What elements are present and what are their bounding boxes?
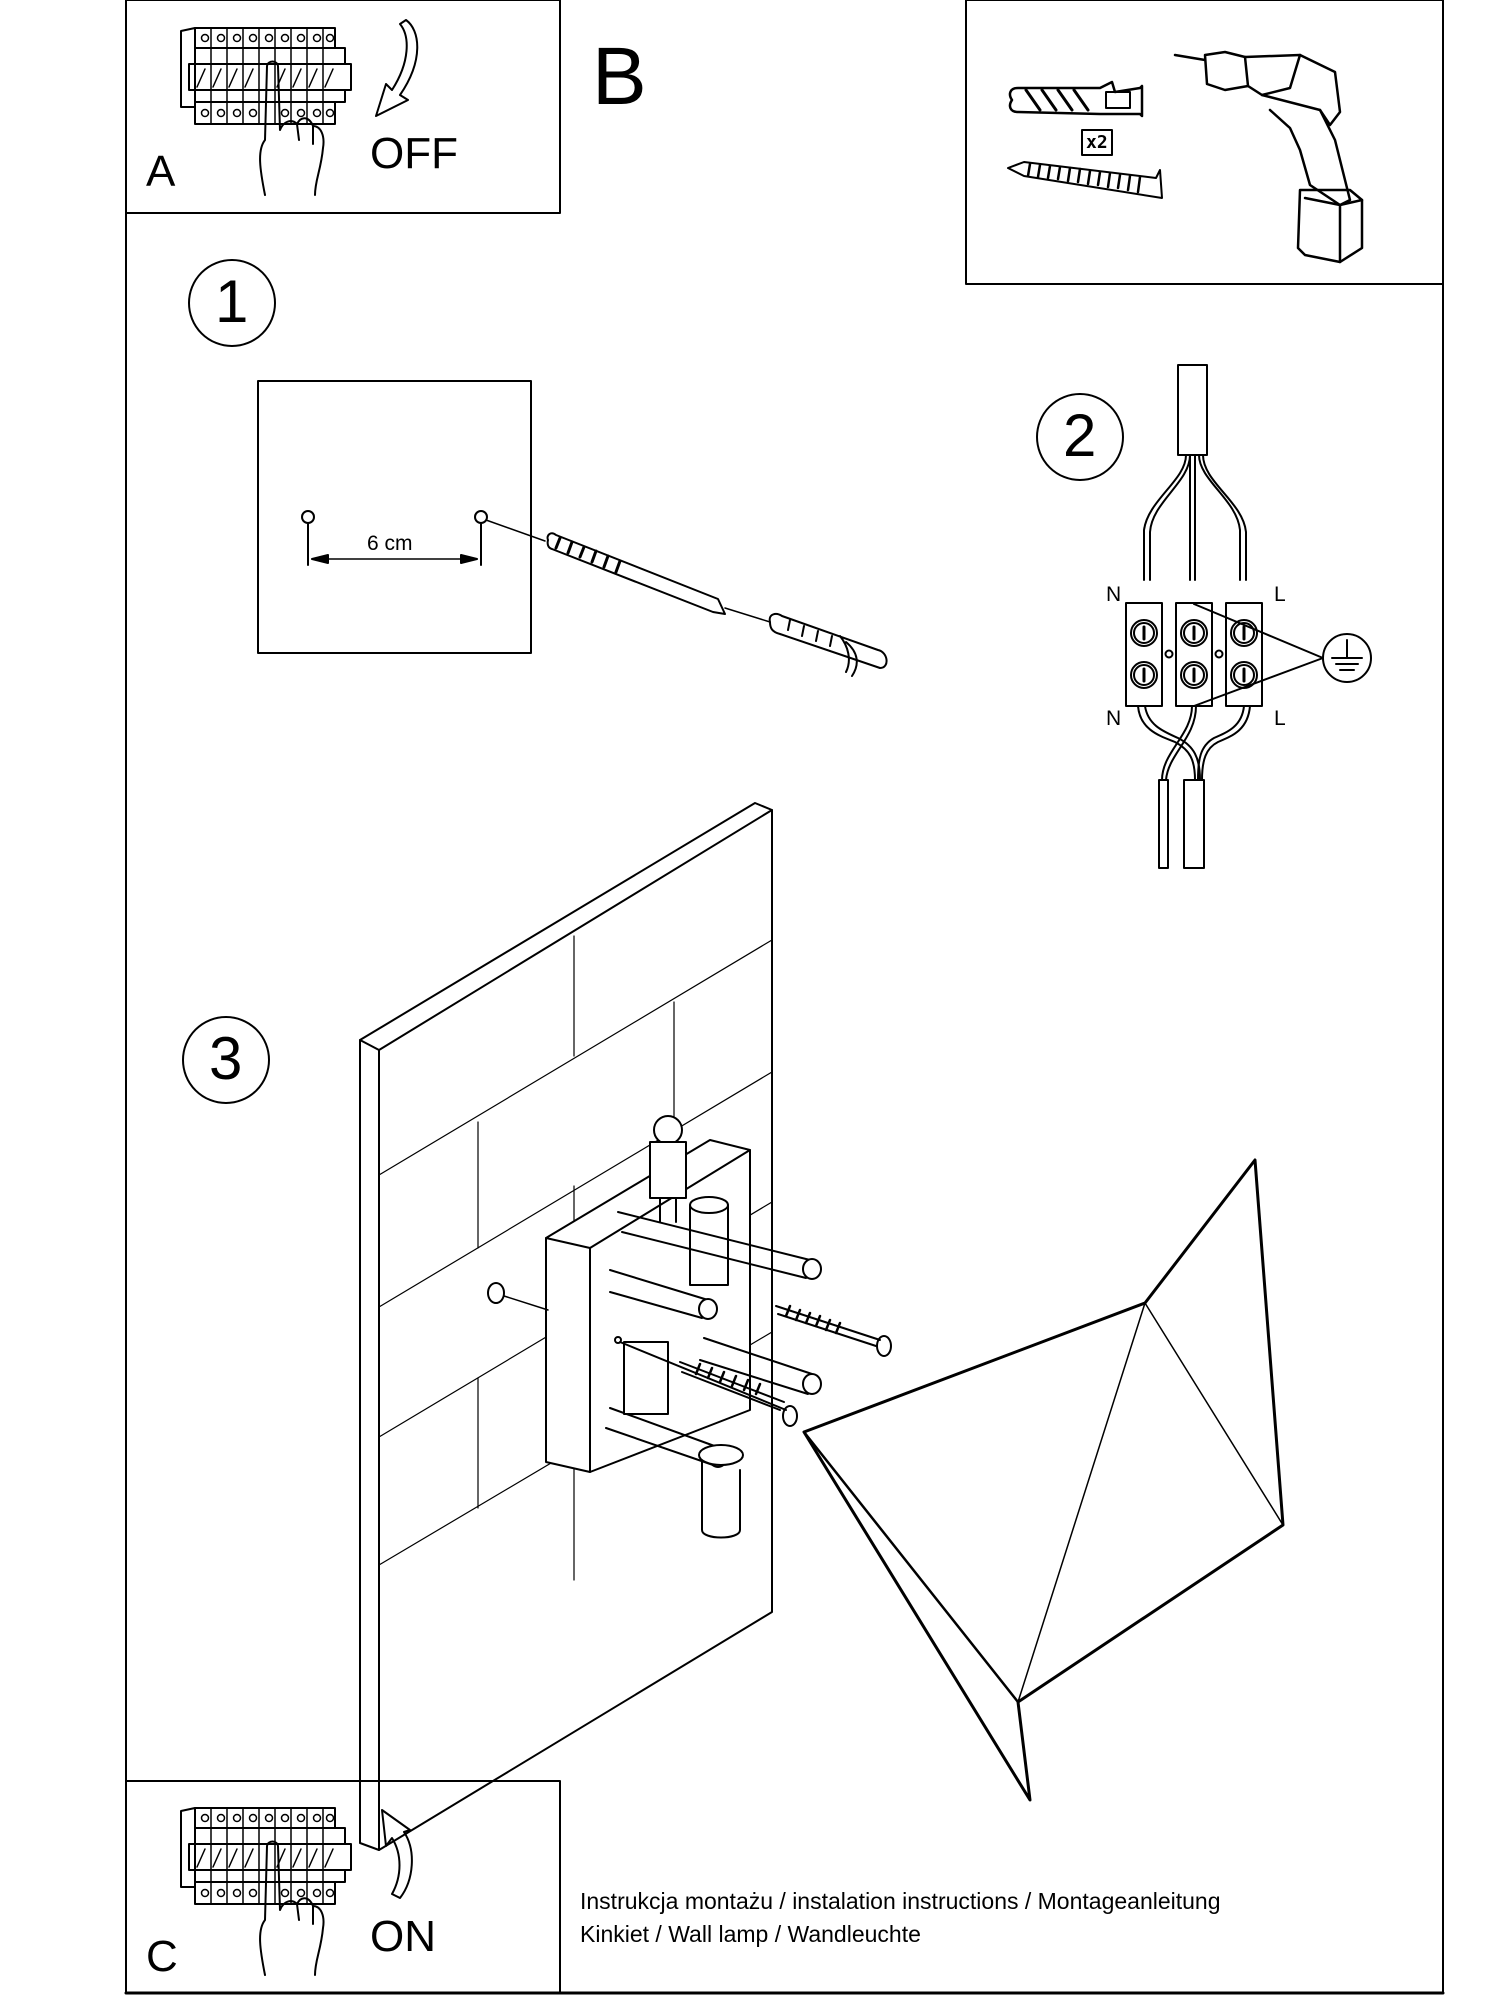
off-label: OFF xyxy=(370,129,458,178)
dimension-label: 6 cm xyxy=(367,532,413,555)
circuit-breaker-panel-icon xyxy=(180,27,352,125)
step2-number-circle xyxy=(1036,393,1124,481)
arrow-up-curved-icon xyxy=(381,1809,413,1899)
footer-title-line: Instrukcja montażu / instalation instruc… xyxy=(580,1888,1221,1914)
live-label-top: L xyxy=(1274,583,1286,606)
ground-symbol-icon xyxy=(1193,603,1372,707)
quantity-label-box xyxy=(1081,129,1113,156)
panel-a-box xyxy=(125,0,561,214)
screw-icon xyxy=(1007,161,1163,199)
origami-lamp-shade-icon xyxy=(802,1158,1285,1802)
sheet-frame xyxy=(124,0,1445,1995)
power-cable-top xyxy=(1143,364,1247,581)
arrow-down-curved-icon xyxy=(375,19,419,117)
step2-number: 2 xyxy=(1063,402,1097,469)
panel-a-letter: A xyxy=(146,147,176,196)
wall-plug-anchor-icon xyxy=(1008,80,1144,118)
step1-wall-panel xyxy=(257,380,532,654)
step1-number-circle xyxy=(188,259,276,347)
pointing-hand-icon xyxy=(259,60,325,196)
lamp-wires-bottom xyxy=(1137,705,1251,869)
screw-icon xyxy=(487,1282,892,1427)
step3-number-circle xyxy=(182,1016,270,1104)
panel-b-letter: B xyxy=(592,31,647,122)
neutral-label-bottom: N xyxy=(1106,707,1122,730)
step3-number: 3 xyxy=(209,1025,243,1092)
on-label: ON xyxy=(370,1912,436,1961)
neutral-label-top: N xyxy=(1106,583,1122,606)
circuit-breaker-panel-icon xyxy=(180,1807,352,1905)
live-label-bottom: L xyxy=(1274,707,1286,730)
power-drill-icon xyxy=(1173,50,1364,264)
tools-panel-box xyxy=(965,0,1444,285)
quantity-label: x2 xyxy=(1086,132,1108,153)
wall-plug-icon xyxy=(768,613,888,677)
panel-c-box xyxy=(125,1780,561,1994)
step1-number: 1 xyxy=(215,268,249,335)
drill-hole-marks xyxy=(301,510,546,566)
footer-subtitle-line: Kinkiet / Wall lamp / Wandleuchte xyxy=(580,1921,921,1947)
pointing-hand-icon xyxy=(259,1840,325,1976)
drill-bit-icon xyxy=(546,532,771,623)
terminal-block-icon xyxy=(1125,602,1263,707)
panel-c-letter: C xyxy=(146,1932,178,1981)
mounting-bracket-icon xyxy=(545,1115,822,1539)
